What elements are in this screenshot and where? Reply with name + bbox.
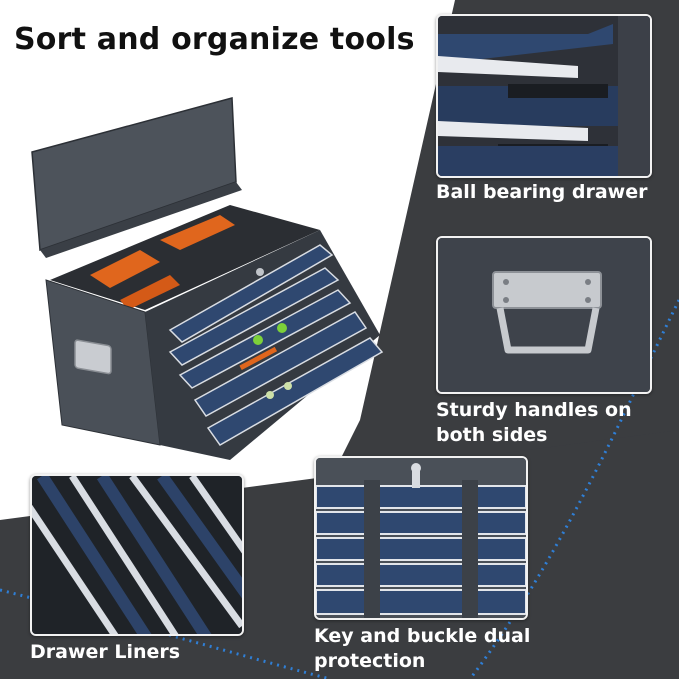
caption-key-buckle-line1: Key and buckle dual [314,625,531,647]
caption-handles-line2: both sides [436,424,548,446]
dotted-accent-line-top [468,299,679,679]
caption-drawer-liners: Drawer Liners [30,641,181,663]
caption-handles: Sturdy handles on both sides [436,398,632,448]
caption-handles-line1: Sturdy handles on [436,399,632,421]
caption-ball-bearing: Ball bearing drawer [436,181,648,203]
caption-key-buckle-line2: protection [314,650,426,672]
drawer-stack [168,244,384,446]
drawer-liner-photo [30,474,244,636]
side-handle [74,339,112,375]
ball-bearing-drawer-photo [436,14,652,178]
lock-icon [256,268,264,276]
key-lock-photo [314,456,528,620]
tool-chest-product-image [20,90,390,465]
page-title: Sort and organize tools [14,22,415,57]
caption-key-buckle: Key and buckle dual protection [314,624,530,674]
side-handle-photo [436,236,652,394]
